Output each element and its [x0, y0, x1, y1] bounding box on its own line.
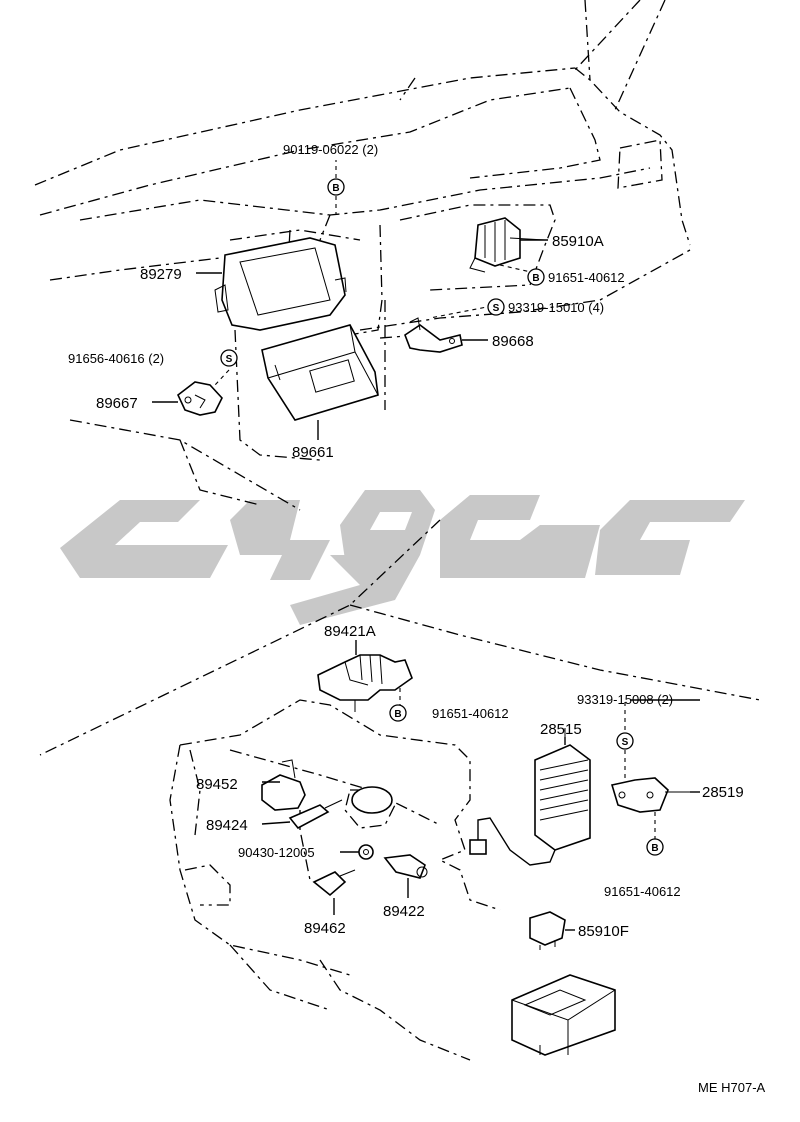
- dashboard-outline: [34, 0, 691, 511]
- svg-text:B: B: [532, 273, 539, 284]
- badge-s-93319-15008: S: [616, 732, 634, 750]
- label-28515: 28515: [540, 721, 582, 738]
- part-89424-probe: [288, 786, 393, 830]
- label-91656-40616: 91656-40616 (2): [68, 351, 164, 366]
- divider-line-right: [349, 604, 761, 701]
- part-89661-ecu: [261, 324, 379, 421]
- label-91651-40612-top: 91651-40612: [548, 270, 625, 285]
- diagram-code: ME H707-A: [698, 1080, 766, 1095]
- label-89661: 89661: [292, 444, 334, 461]
- badge-b-91651-top: B: [527, 268, 545, 286]
- part-89422-sensor: [383, 854, 428, 879]
- label-91651-40612-bot: 91651-40612: [604, 884, 681, 899]
- label-89668: 89668: [492, 333, 534, 350]
- label-89462: 89462: [304, 920, 346, 937]
- label-85910f: 85910F: [578, 923, 629, 940]
- label-85910a: 85910A: [552, 233, 604, 250]
- svg-text:S: S: [493, 303, 500, 314]
- badge-b-91651-bot: B: [646, 838, 664, 856]
- part-28519-bracket: [610, 777, 690, 813]
- label-93319-15010: 93319-15010 (4): [508, 300, 604, 315]
- top-leaders: [214, 160, 536, 386]
- part-89279-cover: [214, 237, 347, 331]
- label-89421a: 89421A: [324, 623, 376, 640]
- part-89668-sensor: [404, 317, 463, 353]
- badge-b-91651-mid: B: [389, 704, 407, 722]
- badge-b-top: B: [327, 178, 345, 196]
- watermark-logo: [60, 490, 745, 625]
- label-90119-06022: 90119-06022 (2): [283, 142, 378, 157]
- label-90430-12005: 90430-12005: [238, 845, 315, 860]
- badge-s-93319-15010: S: [487, 298, 505, 316]
- svg-text:B: B: [651, 843, 658, 854]
- part-89452-sensor: [261, 759, 306, 811]
- label-89667: 89667: [96, 395, 138, 412]
- label-93319-15008: 93319-15008 (2): [577, 692, 673, 707]
- part-89421a-actuator: [317, 654, 413, 712]
- divider-line: [39, 519, 441, 756]
- svg-text:S: S: [226, 354, 233, 365]
- label-89279: 89279: [140, 266, 182, 283]
- lower-right-module: [511, 974, 616, 1056]
- part-89462-sensor: [312, 869, 356, 897]
- badge-s-91656: S: [220, 349, 238, 367]
- label-28519: 28519: [702, 784, 744, 801]
- part-85910f-relay: [529, 911, 566, 950]
- svg-text:B: B: [332, 183, 339, 194]
- part-85910a-relay: [469, 217, 546, 273]
- label-89422: 89422: [383, 903, 425, 920]
- label-89452: 89452: [196, 776, 238, 793]
- part-90430-washer: [358, 844, 374, 860]
- svg-text:B: B: [394, 709, 401, 720]
- label-89424: 89424: [206, 817, 248, 834]
- part-89667-bracket: [177, 381, 223, 416]
- label-leaders: [152, 239, 700, 931]
- svg-text:S: S: [622, 737, 629, 748]
- label-91651-40612-mid: 91651-40612: [432, 706, 509, 721]
- part-28515-regulator: [469, 728, 591, 866]
